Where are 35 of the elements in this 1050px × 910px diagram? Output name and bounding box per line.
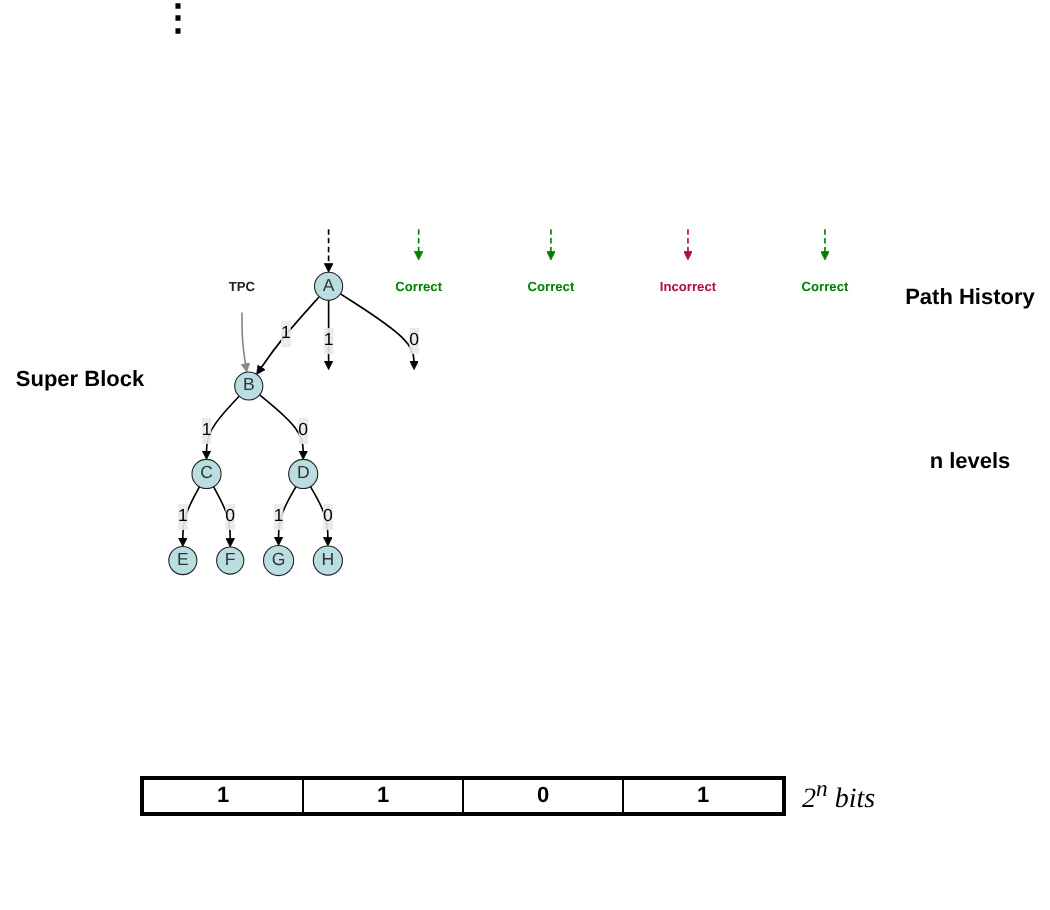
arrow [820,228,830,261]
arrow [683,228,693,261]
bits-label: 2$^{n}$ bits [802,776,876,818]
edge-label: 0 [409,331,419,350]
arrow [413,228,424,261]
tree-node-circle: A [314,271,344,301]
tree-node-circle: E [168,545,198,576]
edge-label: 0 [298,421,309,440]
tree-node-circle: D [288,458,319,490]
arrow [201,395,240,460]
arrow [240,311,251,373]
brace-label: Super Block [13,368,147,392]
edge-label: 0 [323,507,333,526]
edge-label: 1 [323,331,334,350]
arrow [323,228,334,273]
arrow [546,228,556,261]
brace-label: Path History [903,286,1037,310]
arrow [256,295,321,375]
arrow [273,485,297,546]
edge-label: 1 [273,507,284,526]
tree-node-circle: H [312,545,343,576]
tree-node-circle: F [216,546,245,575]
edge-label: 1 [201,421,212,440]
arrow [258,394,309,460]
tree-node-circle: C [191,458,222,490]
arrow [339,293,419,370]
edge-label: 1 [177,507,188,526]
tree-node-circle: G [262,544,295,577]
edge-label: 1 [280,324,291,343]
edge-label: 0 [225,507,236,526]
ellipsis-mark: ⋮ [160,0,198,36]
arrow [309,485,333,547]
brace-label: n levels [927,450,1013,474]
arrow [178,485,201,547]
tree-node-circle: B [234,371,264,401]
